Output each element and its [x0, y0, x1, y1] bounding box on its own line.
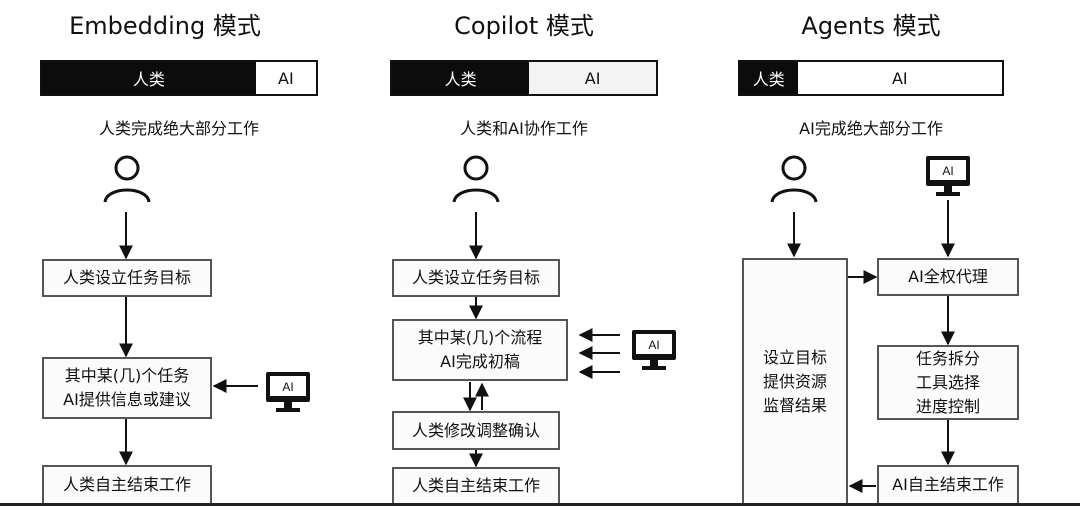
embedding-person-icon [103, 155, 151, 203]
agents-step-1: AI全权代理 [877, 258, 1019, 296]
agents-ai-monitor-icon: AI [926, 156, 970, 196]
copilot-step-1: 人类设立任务目标 [392, 259, 560, 297]
copilot-human-segment: 人类 [392, 62, 530, 94]
agents-step-3: AI自主结束工作 [877, 465, 1019, 505]
embedding-ai-segment: AI [255, 62, 316, 94]
embedding-ai-monitor-icon: AI [266, 372, 310, 412]
agents-caption: AI完成绝大部分工作 [799, 119, 943, 138]
agents-title: Agents 模式 [801, 12, 941, 40]
copilot-title: Copilot 模式 [454, 12, 594, 40]
agents-step-2: 任务拆分 工具选择 进度控制 [877, 345, 1019, 420]
embedding-caption: 人类完成绝大部分工作 [98, 119, 259, 138]
agents-person-icon [770, 155, 818, 203]
copilot-ai-segment: AI [529, 62, 656, 94]
embedding-step-1: 人类设立任务目标 [42, 259, 212, 297]
embedding-title: Embedding 模式 [69, 12, 261, 40]
copilot-share-bar: 人类 AI [390, 60, 658, 96]
embedding-share-bar: 人类 AI [40, 60, 318, 96]
embedding-monitor-label: AI [282, 380, 293, 394]
agents-human-box: 设立目标 提供资源 监督结果 [742, 258, 848, 505]
copilot-monitor-label: AI [648, 338, 659, 352]
agents-human-segment: 人类 [740, 62, 798, 94]
copilot-ai-monitor-icon: AI [632, 330, 676, 370]
embedding-step-2: 其中某(几)个任务 AI提供信息或建议 [42, 357, 212, 419]
copilot-step-4: 人类自主结束工作 [392, 467, 560, 505]
agents-share-bar: 人类 AI [738, 60, 1004, 96]
copilot-step-3: 人类修改调整确认 [392, 411, 560, 450]
embedding-human-segment: 人类 [42, 62, 256, 94]
copilot-step-2: 其中某(几)个流程 AI完成初稿 [392, 319, 568, 381]
agents-monitor-label: AI [942, 164, 953, 178]
copilot-caption: 人类和AI协作工作 [460, 119, 588, 138]
bottom-rule [0, 503, 1080, 506]
embedding-step-3: 人类自主结束工作 [42, 465, 212, 505]
copilot-person-icon [452, 155, 500, 203]
agents-ai-segment: AI [797, 62, 1002, 94]
